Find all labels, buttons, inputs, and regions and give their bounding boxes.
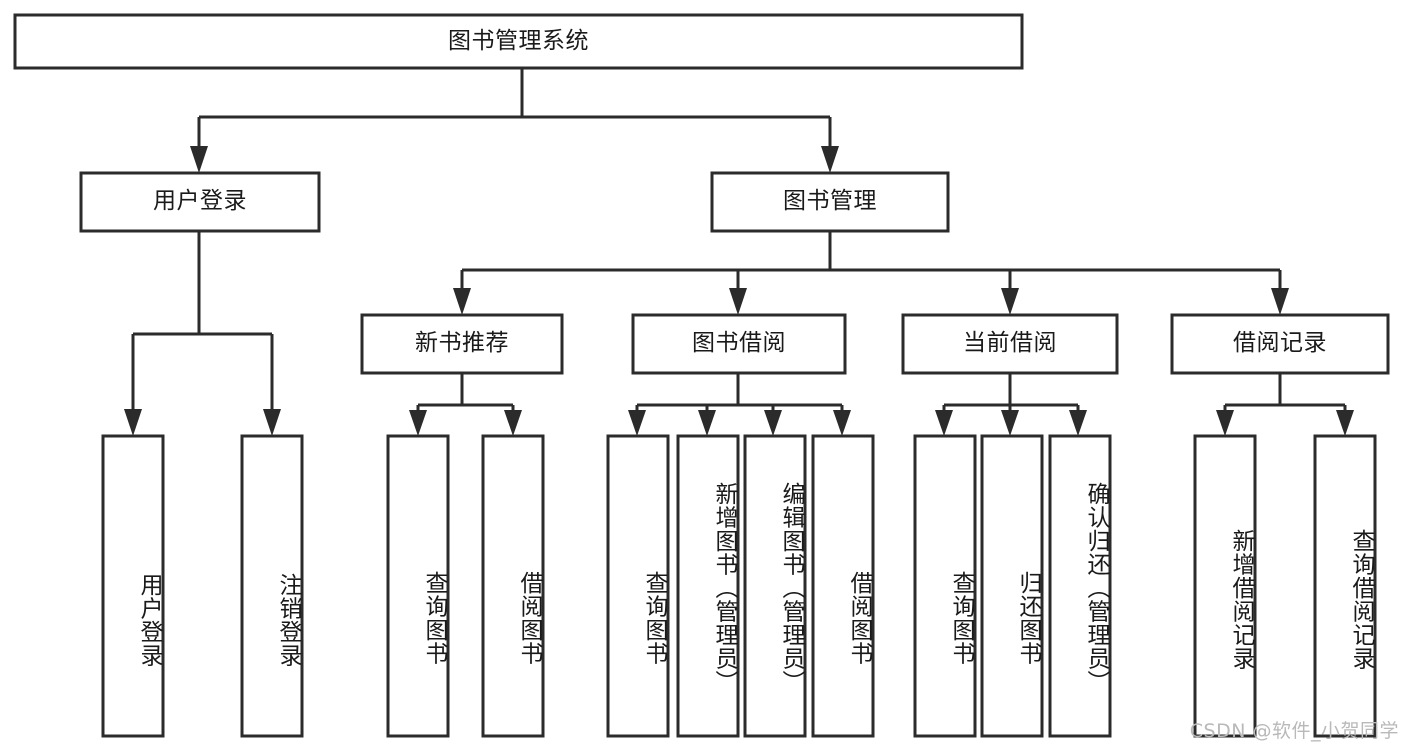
connector-book-borrow-to-leaves — [628, 373, 851, 436]
connector-root-to-level2 — [190, 68, 839, 173]
arrow-head-user-login — [190, 146, 208, 173]
arrow-head-leaf-query-book-3 — [935, 410, 953, 436]
arrow-head-book-management — [821, 146, 839, 173]
box-leaf-add-borrow-record[interactable] — [1193, 434, 1257, 738]
arrow-head-leaf-query-book-1 — [409, 410, 427, 436]
box-leaf-user-login[interactable] — [101, 434, 165, 738]
box-leaf-logout-login[interactable] — [240, 434, 304, 738]
box-borrow-record[interactable] — [1170, 313, 1390, 375]
arrow-head-leaf-edit-book — [764, 410, 782, 436]
arrow-head-leaf-user-login — [124, 409, 142, 436]
box-root[interactable] — [13, 13, 1024, 70]
connector-book-management-to-level3 — [453, 231, 1289, 315]
csdn-watermark: CSDN @软件_小贺同学 — [1189, 720, 1399, 742]
box-leaf-query-book-3[interactable] — [913, 434, 977, 738]
arrow-head-leaf-logout-login — [263, 409, 281, 436]
box-leaf-borrow-book-1[interactable] — [481, 434, 545, 738]
arrow-head-leaf-borrow-book-1 — [504, 410, 522, 436]
connector-borrow-record-to-leaves — [1216, 373, 1354, 436]
box-leaf-return-book[interactable] — [980, 434, 1044, 738]
box-leaf-query-book-1[interactable] — [386, 434, 450, 738]
box-new-book-recommend[interactable] — [360, 313, 564, 375]
arrow-head-leaf-return-book — [1001, 410, 1019, 436]
arrow-head-leaf-add-book — [698, 410, 716, 436]
box-book-borrow[interactable] — [631, 313, 847, 375]
box-leaf-edit-book[interactable] — [743, 434, 807, 738]
box-current-borrow[interactable] — [901, 313, 1119, 375]
arrow-head-leaf-borrow-book-2 — [833, 410, 851, 436]
box-leaf-confirm-return[interactable] — [1048, 434, 1112, 738]
arrow-head-leaf-query-book-2 — [628, 410, 646, 436]
connector-user-login-to-leaves — [124, 231, 281, 436]
box-leaf-query-borrow-record[interactable] — [1313, 434, 1377, 738]
arrow-head-leaf-confirm-return — [1069, 410, 1087, 436]
box-leaf-add-book[interactable] — [676, 434, 740, 738]
arrow-head-current-borrow — [1001, 288, 1019, 315]
connector-current-borrow-to-leaves — [935, 373, 1087, 436]
box-leaf-borrow-book-2[interactable] — [811, 434, 875, 738]
arrow-head-new-book-recommend — [453, 288, 471, 315]
connector-new-book-recommend-to-leaves — [409, 373, 522, 436]
box-book-management[interactable] — [710, 171, 950, 233]
arrow-head-book-borrow — [729, 288, 747, 315]
arrow-head-leaf-query-borrow-record — [1336, 410, 1354, 436]
arrow-head-borrow-record — [1271, 288, 1289, 315]
box-user-login[interactable] — [79, 171, 321, 233]
arrow-head-leaf-add-borrow-record — [1216, 410, 1234, 436]
box-leaf-query-book-2[interactable] — [606, 434, 670, 738]
